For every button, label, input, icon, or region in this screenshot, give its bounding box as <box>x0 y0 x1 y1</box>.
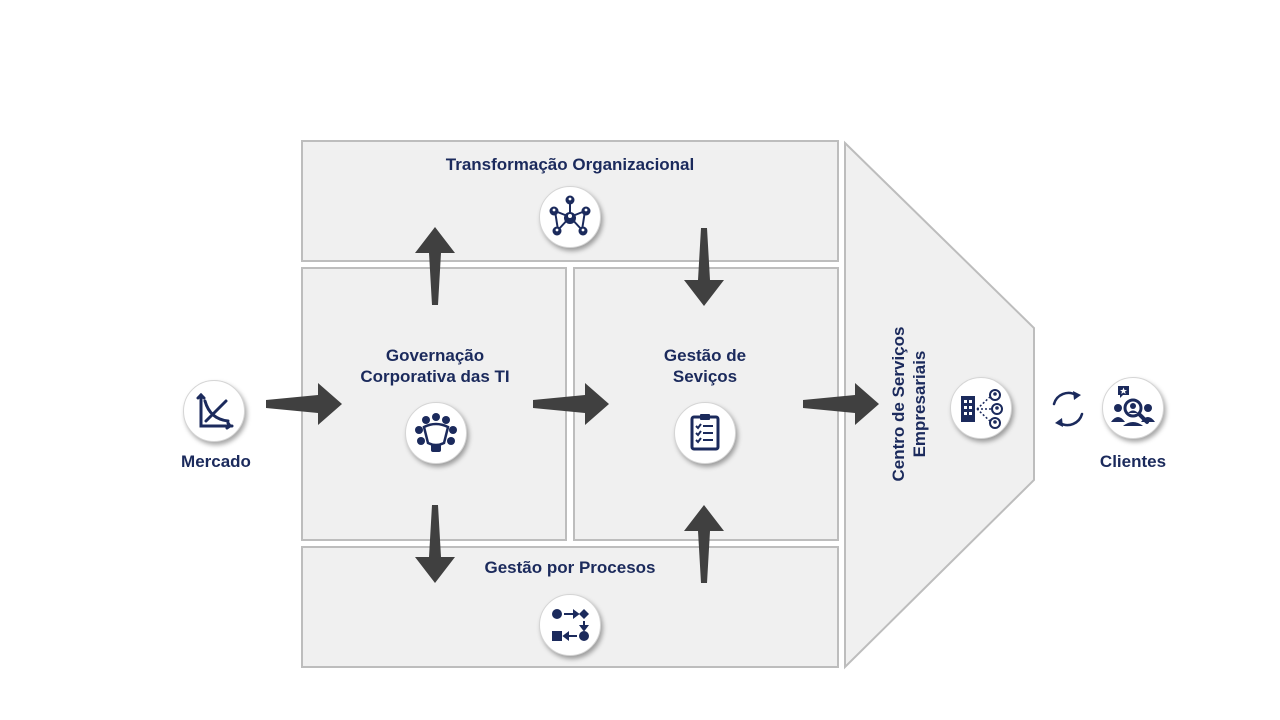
arrow-governanca-to-servicos <box>533 383 609 425</box>
gestao-processos-label: Gestão por Procesos <box>484 558 656 577</box>
refresh-cycle-icon <box>1052 391 1084 427</box>
centro-servicos-label-line1: Centro de Serviços <box>889 326 908 482</box>
arrow-governanca-to-processos <box>415 505 455 583</box>
clipboard-checklist-icon <box>690 414 720 451</box>
clientes-icon-circle <box>1102 377 1164 439</box>
governanca-label-line2: Corporativa das TI <box>360 367 510 386</box>
mercado-icon-circle <box>183 380 245 442</box>
process-flow-icon <box>552 609 589 641</box>
gestao-processos-icon-circle <box>539 594 601 656</box>
governanca-label-line1: Governação <box>385 346 485 365</box>
transformacao-icon-circle <box>539 186 601 248</box>
network-people-icon <box>549 195 591 236</box>
centro-servicos-icon-circle <box>950 377 1012 439</box>
customer-search-icon <box>1111 386 1155 426</box>
transformacao-label: Transformação Organizacional <box>445 155 695 174</box>
market-chart-icon <box>196 392 234 430</box>
arrow-transformacao-to-servicos <box>684 228 724 306</box>
gestao-servicos-label-line1: Gestão de <box>663 346 747 365</box>
meeting-table-icon <box>415 413 457 452</box>
arrow-processos-to-servicos <box>684 505 724 583</box>
arrow-servicos-to-centro <box>803 383 879 425</box>
governanca-icon-circle <box>405 402 467 464</box>
centro-servicos-label-line2: Empresariais <box>910 350 929 458</box>
building-network-icon <box>961 389 1003 429</box>
gestao-servicos-label-line2: Seviços <box>672 367 738 386</box>
arrow-mercado-to-governanca <box>266 383 342 425</box>
clientes-label: Clientes <box>1099 452 1167 471</box>
gestao-servicos-icon-circle <box>674 402 736 464</box>
mercado-label: Mercado <box>181 452 251 471</box>
centro-servicos-chevron <box>844 140 1035 670</box>
centro-servicos-label: Centro de Serviços Empresariais <box>888 304 932 504</box>
arrow-governanca-to-transformacao <box>415 227 455 305</box>
